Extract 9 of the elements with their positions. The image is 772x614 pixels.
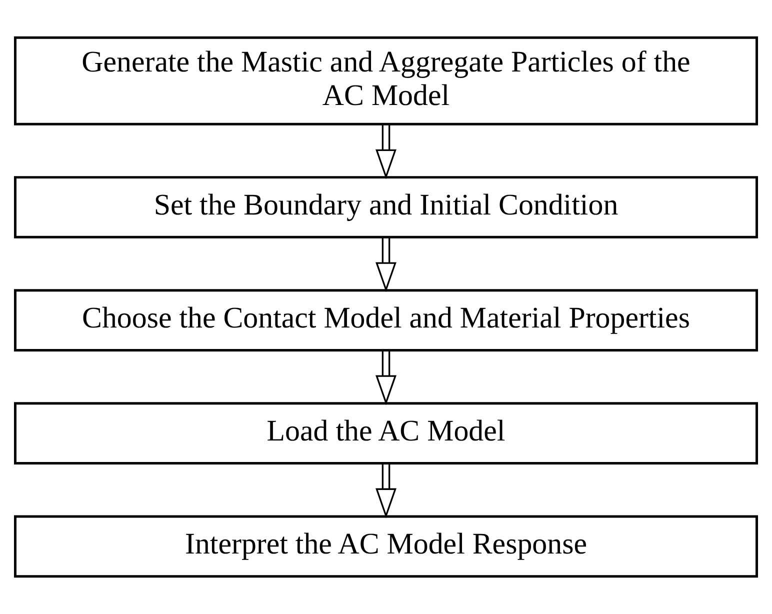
node-box: Generate the Mastic and Aggregate Particles of the AC Model <box>14 36 758 126</box>
node-box: Interpret the AC Model Response <box>14 515 758 578</box>
node-box: Set the Boundary and Initial Condition <box>14 176 758 238</box>
node-box: Choose the Contact Model and Material Properties <box>14 289 758 352</box>
arrow <box>376 238 396 292</box>
arrow <box>376 350 396 406</box>
node-box: Load the AC Model <box>14 402 758 465</box>
arrow <box>376 124 396 180</box>
arrow <box>376 464 396 518</box>
